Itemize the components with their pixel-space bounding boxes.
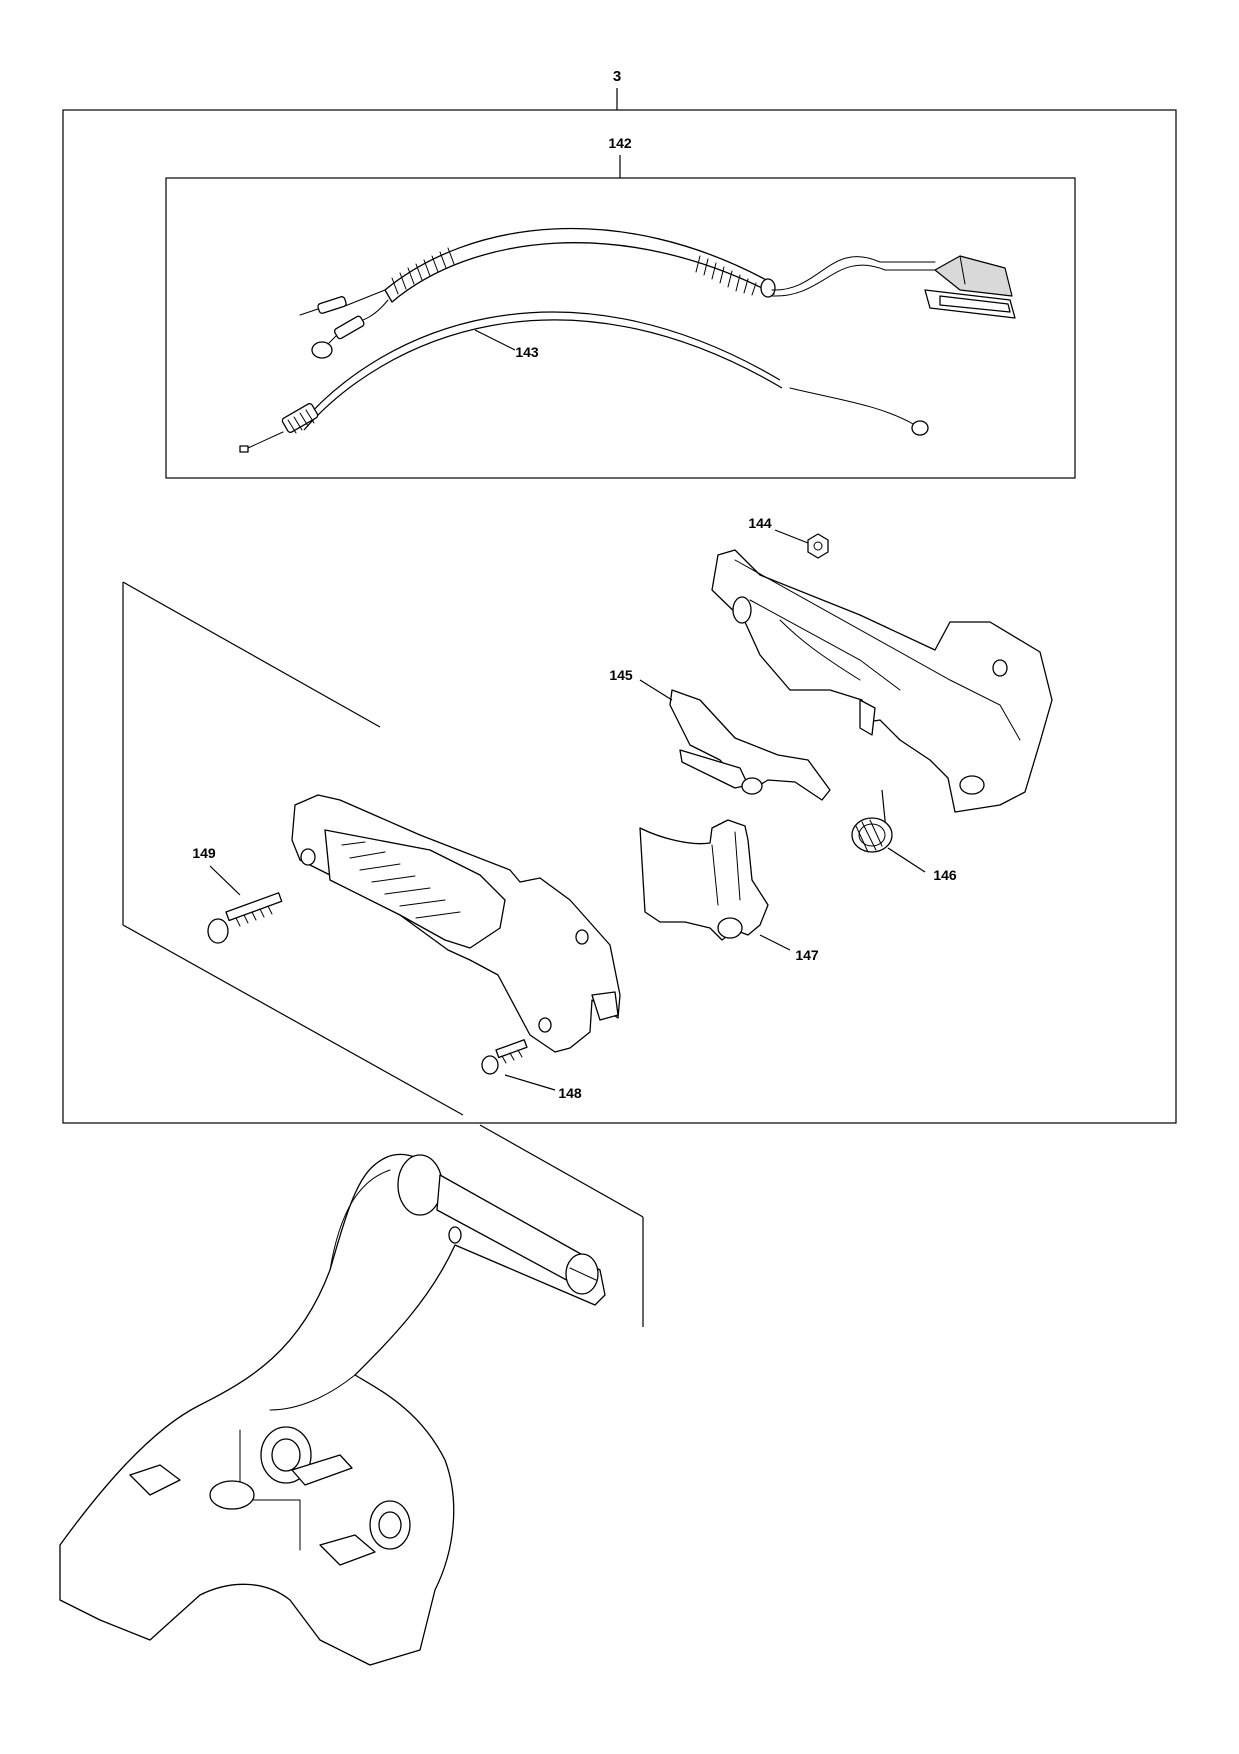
cable-end-nipple xyxy=(911,420,929,436)
harness-lead-1 xyxy=(344,289,386,307)
handle-housing-right: 144 xyxy=(711,515,1053,813)
housing-left-tab xyxy=(591,991,619,1021)
leader-144 xyxy=(774,529,809,544)
nut-144-hole xyxy=(813,541,823,551)
trigger-edges xyxy=(711,831,741,906)
bracket-shaft-slot xyxy=(569,1267,597,1281)
cable-inner-wire xyxy=(789,387,916,426)
cable-box-group: 142 xyxy=(165,135,1076,479)
cable-sheath-2 xyxy=(303,319,783,431)
callout-143: 143 xyxy=(515,344,539,360)
grip-pad xyxy=(324,829,506,949)
callout-144: 144 xyxy=(748,515,772,531)
housing-edge-2 xyxy=(749,599,901,691)
bracket-shaft-end xyxy=(397,1154,443,1216)
spring-146: 146 xyxy=(851,789,957,883)
housing-left-hole-3 xyxy=(538,1017,552,1033)
bolt-149-thread xyxy=(235,905,273,927)
harness-wire-b xyxy=(771,264,936,297)
assembly-3-group: 3 xyxy=(62,68,1177,1124)
bracket-body xyxy=(59,1153,606,1666)
guide-lines xyxy=(122,581,644,1327)
housing-left-hole-2 xyxy=(575,929,589,945)
leader-149 xyxy=(209,865,241,896)
bolt-149-head xyxy=(207,918,229,944)
wire-harness-142 xyxy=(299,227,1016,359)
bracket-window-2 xyxy=(319,1534,376,1566)
bracket-edge-2 xyxy=(269,1374,356,1411)
bracket-clamp-lever xyxy=(291,1454,353,1486)
ring-terminal-icon xyxy=(311,315,365,359)
guide-line-3 xyxy=(122,924,464,1116)
cable-sheath-1 xyxy=(299,311,781,426)
callout-148: 148 xyxy=(558,1085,582,1101)
bracket-window-1 xyxy=(129,1464,181,1496)
housing-boss-2 xyxy=(959,775,985,795)
housing-rib xyxy=(779,619,861,681)
tapping-screw-148: 148 xyxy=(481,1039,582,1101)
terminal-pin-icon xyxy=(299,296,347,316)
guide-line-1 xyxy=(122,581,381,728)
cable-tip xyxy=(239,445,249,453)
housing-outline xyxy=(711,549,1053,813)
screw-148-thread xyxy=(501,1049,523,1064)
bolt-149-shank xyxy=(225,892,283,922)
assembly-box xyxy=(62,109,1177,1124)
screw-148-shank xyxy=(495,1039,528,1059)
trigger-pivot xyxy=(717,917,743,939)
callout-145: 145 xyxy=(609,667,633,683)
cable-box xyxy=(165,177,1076,479)
leader-145 xyxy=(639,679,673,701)
nut-144-icon xyxy=(807,533,829,559)
leader-148 xyxy=(504,1074,556,1091)
housing-left-hole-1 xyxy=(300,848,316,866)
callout-149: 149 xyxy=(192,845,216,861)
screw-148-head xyxy=(481,1055,499,1075)
bracket-edge-1 xyxy=(329,1169,391,1271)
callout-142: 142 xyxy=(608,135,632,151)
handle-housing-left: 149 148 xyxy=(192,794,621,1101)
harness-coil-right xyxy=(695,255,757,296)
lever-145: 145 xyxy=(609,667,831,801)
bracket-knob-2-inner xyxy=(378,1511,402,1539)
spring-coil-outer xyxy=(851,817,893,853)
cable-wire-end xyxy=(247,431,284,449)
grip-ridges xyxy=(341,841,461,919)
housing-boss-3 xyxy=(992,659,1008,677)
handle-bracket xyxy=(59,1153,606,1666)
leader-147 xyxy=(759,934,791,951)
spring-coil-turns xyxy=(855,819,883,853)
harness-sleeve-end xyxy=(760,278,776,298)
housing-edge-1 xyxy=(734,559,1021,741)
guide-line-4 xyxy=(479,1124,644,1218)
lever-body xyxy=(669,689,831,801)
cable-adjuster-icon xyxy=(281,403,319,434)
trigger-body xyxy=(639,819,769,941)
bracket-shaft-hole xyxy=(448,1226,462,1244)
callout-147: 147 xyxy=(795,947,819,963)
lever-pivot xyxy=(741,777,763,795)
throttle-cable-143: 143 xyxy=(239,311,929,453)
hex-socket-bolt-149: 149 xyxy=(192,845,283,944)
harness-wire-a xyxy=(771,256,936,291)
leader-146 xyxy=(887,847,926,873)
housing-boss-1 xyxy=(732,596,752,624)
callout-3: 3 xyxy=(613,68,621,85)
stop-switch-icon xyxy=(924,255,1016,319)
bracket-boss-1 xyxy=(209,1480,255,1510)
leader-143 xyxy=(474,329,516,351)
housing-tab xyxy=(859,699,876,736)
callout-146: 146 xyxy=(933,867,957,883)
trigger-147: 147 xyxy=(639,819,819,963)
bracket-knob-1-inner xyxy=(271,1438,301,1472)
harness-coil-left xyxy=(391,247,455,295)
